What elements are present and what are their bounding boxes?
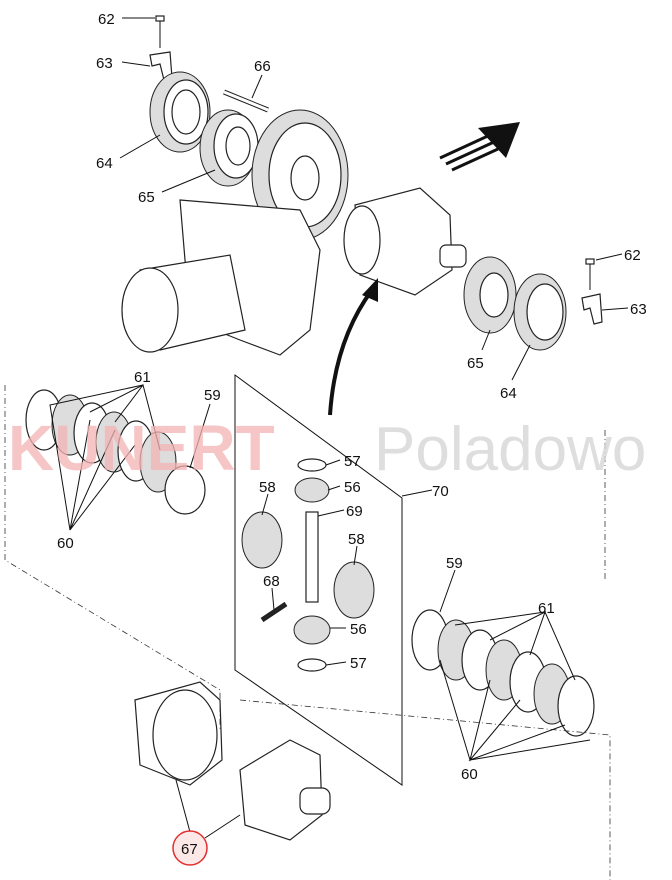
callout-56[interactable]: 56 bbox=[344, 479, 361, 496]
bearing-65-right bbox=[463, 256, 517, 334]
assembly-dash-lines bbox=[4, 385, 611, 880]
callout-67[interactable]: 67 bbox=[181, 841, 198, 858]
callout-58[interactable]: 58 bbox=[259, 479, 276, 496]
callout-70[interactable]: 70 bbox=[432, 483, 449, 500]
bolt-66 bbox=[223, 89, 269, 113]
callout-58-lower[interactable]: 58 bbox=[348, 531, 365, 548]
gear-set-frame bbox=[234, 374, 403, 786]
direction-arrow-icon bbox=[439, 122, 520, 172]
assembly-arrow bbox=[328, 288, 374, 416]
callout-60[interactable]: 60 bbox=[57, 535, 74, 552]
adjusting-ring-64-top bbox=[149, 71, 211, 153]
callout-69[interactable]: 69 bbox=[346, 503, 363, 520]
bearing-65-top bbox=[199, 109, 259, 187]
callout-68[interactable]: 68 bbox=[263, 573, 280, 590]
lock-plate-63-right bbox=[581, 293, 603, 325]
axle-housing bbox=[121, 199, 321, 356]
bolt-62-top bbox=[155, 15, 165, 48]
differential-housing-67 bbox=[134, 681, 331, 841]
leader-lines bbox=[49, 17, 629, 839]
callout-65[interactable]: 65 bbox=[138, 189, 155, 206]
callout-63-right[interactable]: 63 bbox=[630, 301, 647, 318]
callout-65-right[interactable]: 65 bbox=[467, 355, 484, 372]
highlight-circle bbox=[172, 830, 208, 866]
gear-set-parts bbox=[241, 458, 375, 672]
callout-64[interactable]: 64 bbox=[96, 155, 113, 172]
callout-59[interactable]: 59 bbox=[204, 387, 221, 404]
callout-labels: 62 63 66 64 65 62 63 65 64 61 59 60 57 5… bbox=[57, 11, 647, 866]
callout-57-lower[interactable]: 57 bbox=[350, 655, 367, 672]
callout-61[interactable]: 61 bbox=[134, 369, 151, 386]
watermark-brand: KUNERT bbox=[8, 412, 275, 484]
callout-63[interactable]: 63 bbox=[96, 55, 113, 72]
disc-pack-right bbox=[411, 609, 595, 737]
bolt-62-right bbox=[585, 258, 595, 290]
callout-56-lower[interactable]: 56 bbox=[350, 621, 367, 638]
callout-62-right[interactable]: 62 bbox=[624, 247, 641, 264]
callout-57[interactable]: 57 bbox=[344, 453, 361, 470]
callout-62[interactable]: 62 bbox=[98, 11, 115, 28]
differential-carrier bbox=[343, 187, 467, 296]
callout-60-right[interactable]: 60 bbox=[461, 766, 478, 783]
watermark: KUNERT Poladowo bbox=[8, 412, 646, 484]
callout-66[interactable]: 66 bbox=[254, 58, 271, 75]
callout-61-right[interactable]: 61 bbox=[538, 600, 555, 617]
adjusting-ring-64-right bbox=[513, 273, 567, 351]
watermark-location: Poladowo bbox=[374, 415, 646, 484]
callout-59-right[interactable]: 59 bbox=[446, 555, 463, 572]
callout-64-right[interactable]: 64 bbox=[500, 385, 517, 402]
